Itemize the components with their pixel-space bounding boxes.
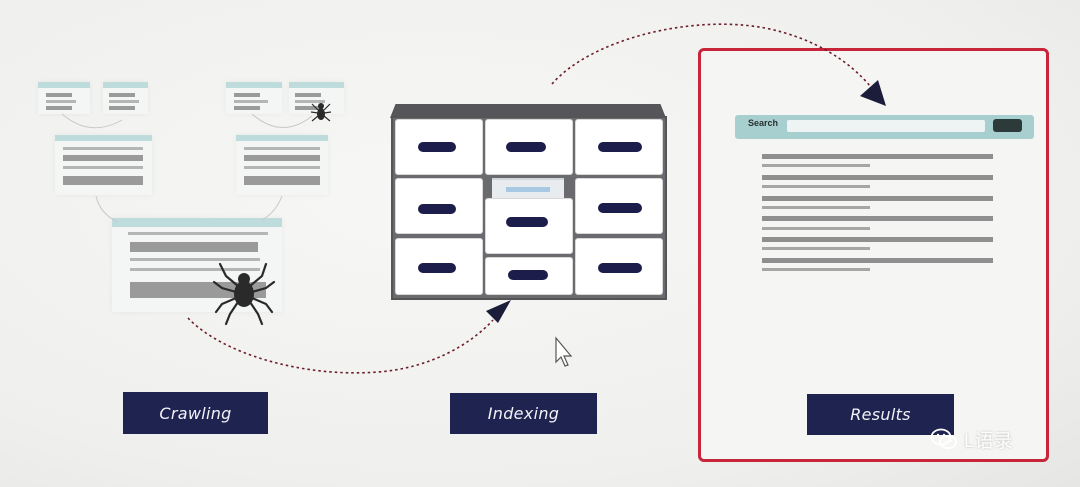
result-line xyxy=(762,227,870,230)
crawl-page-mid xyxy=(236,135,328,195)
wechat-icon xyxy=(930,428,957,450)
results-label: Results xyxy=(807,394,954,435)
result-line xyxy=(762,164,870,167)
result-line xyxy=(762,185,870,188)
index-drawer xyxy=(485,198,573,254)
crawling-label: Crawling xyxy=(123,392,268,434)
result-line xyxy=(762,237,993,242)
index-drawer xyxy=(395,238,483,295)
result-line xyxy=(762,247,870,250)
index-drawer xyxy=(395,178,483,234)
result-line xyxy=(762,175,993,180)
search-button xyxy=(993,119,1022,132)
crawl-link xyxy=(251,113,313,128)
index-drawer-open xyxy=(492,178,564,198)
flow-arrow-crawl-index xyxy=(187,317,494,374)
crawl-link xyxy=(61,113,123,129)
index-drawer xyxy=(575,238,663,295)
indexing-label: Indexing xyxy=(450,393,597,434)
search-input xyxy=(787,120,985,132)
crawl-page-thumb xyxy=(103,82,148,114)
result-line xyxy=(762,196,993,201)
watermark-text: L语录 xyxy=(964,430,1013,452)
result-line xyxy=(762,268,870,271)
result-line xyxy=(762,216,993,221)
index-drawer xyxy=(575,119,663,175)
index-drawer xyxy=(575,178,663,234)
spider-icon xyxy=(310,103,332,122)
crawl-page-thumb xyxy=(226,82,282,114)
result-line xyxy=(762,206,870,209)
cursor-icon xyxy=(555,336,573,367)
index-drawer xyxy=(395,119,483,175)
spider-icon xyxy=(212,262,276,326)
crawl-page-mid xyxy=(55,135,152,195)
arrow-icon xyxy=(860,80,886,106)
flow-arrow-index-results xyxy=(551,23,871,87)
arrow-icon xyxy=(486,300,511,323)
result-line xyxy=(762,258,993,263)
crawl-page-thumb xyxy=(38,82,90,114)
index-drawer xyxy=(485,257,573,295)
index-drawer xyxy=(485,119,573,175)
crawl-link xyxy=(95,195,119,223)
search-label: Search xyxy=(748,118,779,128)
watermark: L语录 xyxy=(930,426,1060,452)
result-line xyxy=(762,154,993,159)
crawl-link xyxy=(261,195,283,221)
